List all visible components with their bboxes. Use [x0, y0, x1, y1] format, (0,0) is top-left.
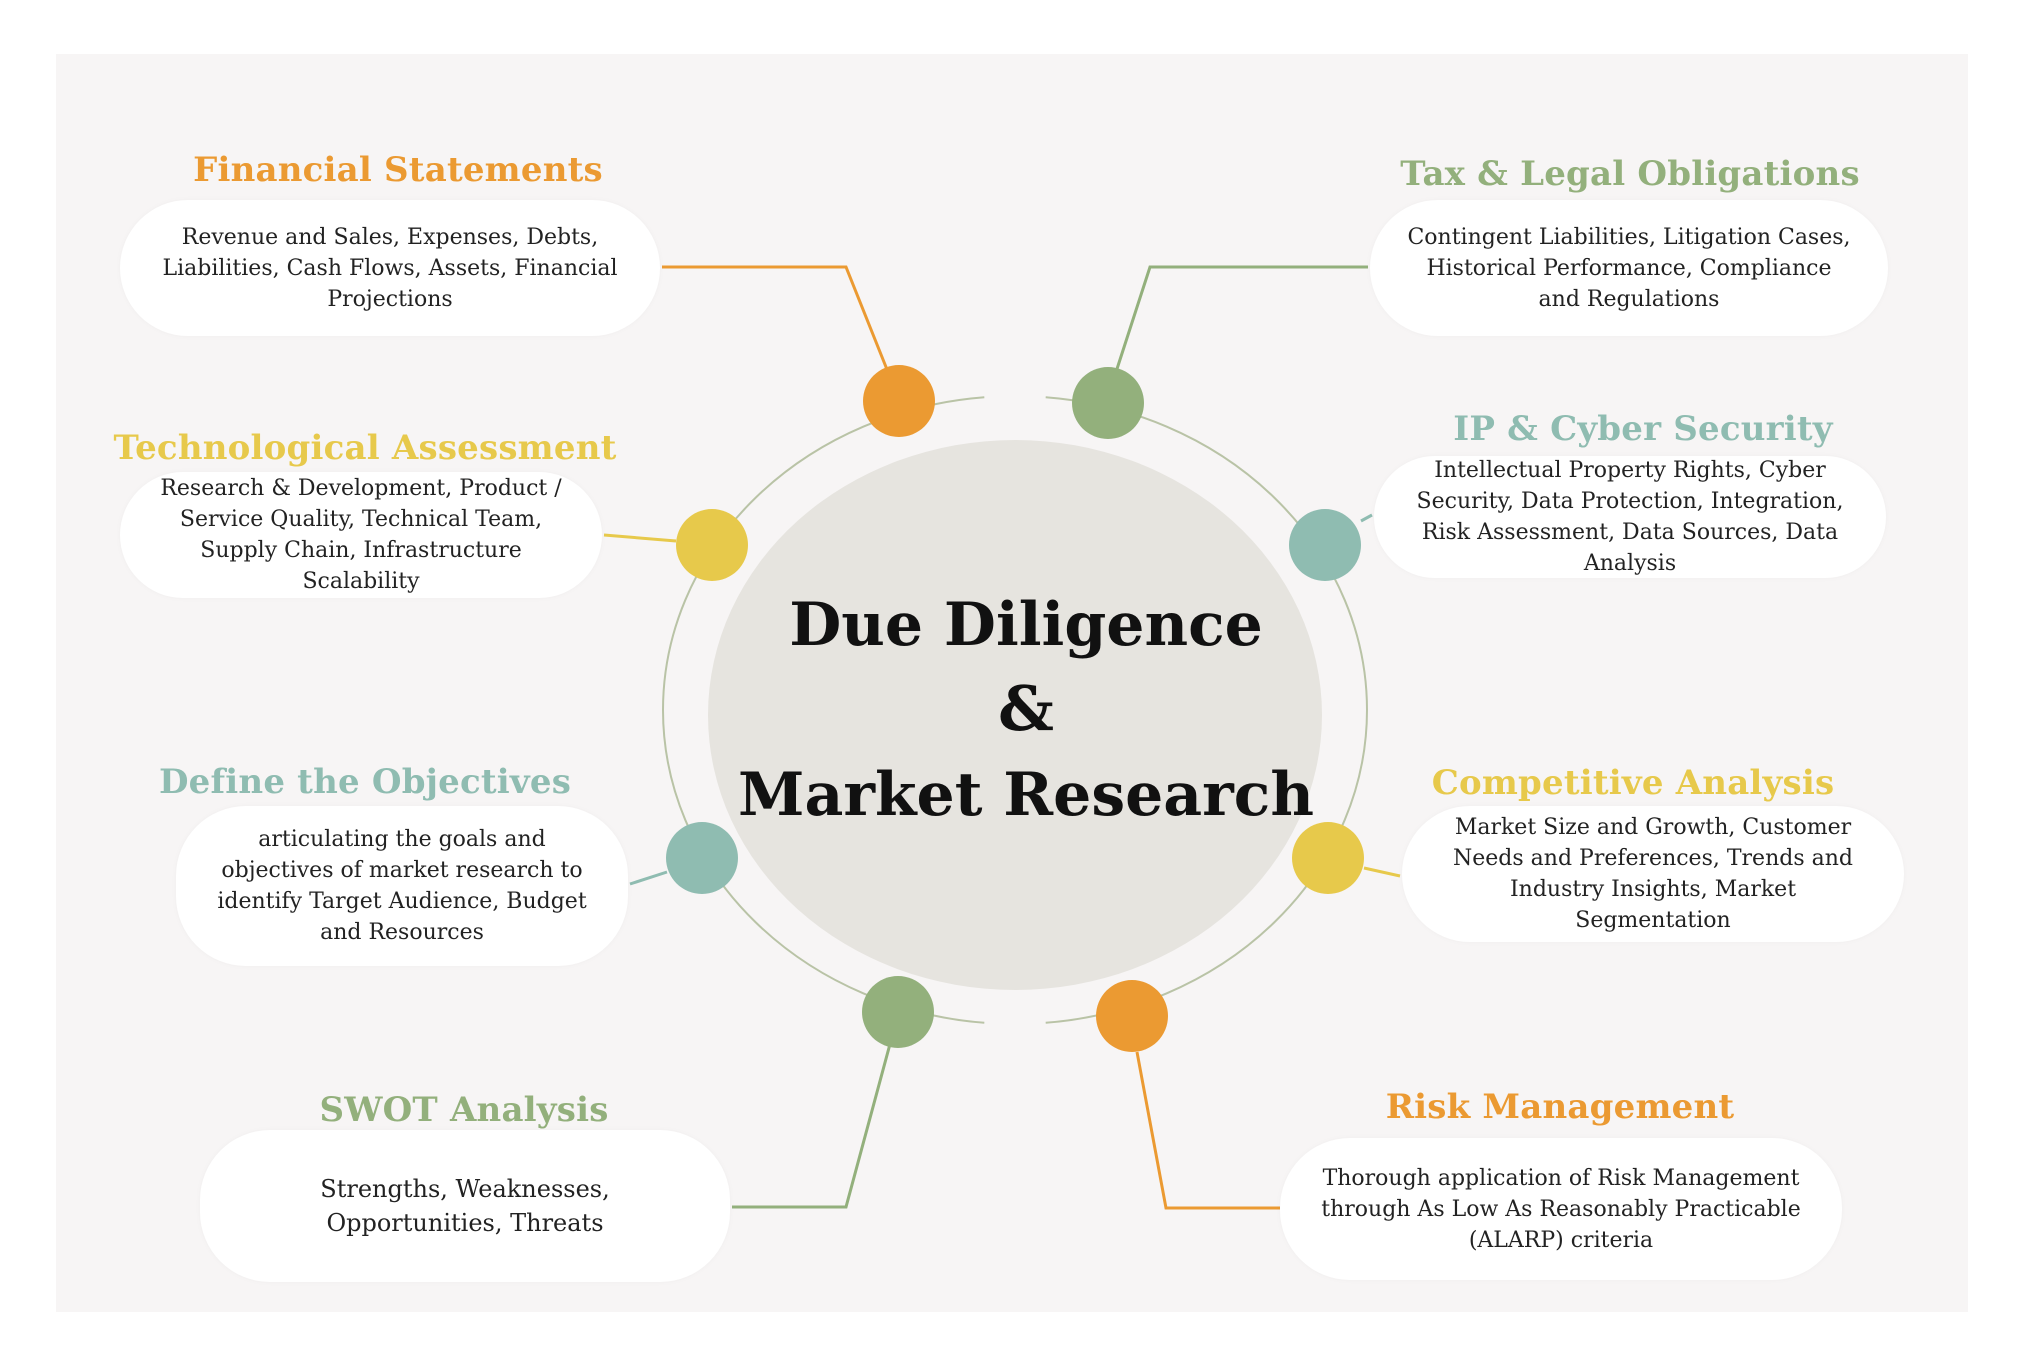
center-title-line-2: Market Research — [738, 760, 1314, 830]
node-dot-technological-assessment — [676, 509, 748, 581]
node-dot-define-the-objectives — [666, 822, 738, 894]
node-title-swot-analysis: SWOT Analysis — [319, 1090, 609, 1130]
center-title: Due Diligence & Market Research — [710, 585, 1342, 837]
center-disc — [708, 440, 1322, 990]
node-dot-competitive-analysis — [1292, 822, 1364, 894]
node-box-tax-legal-obligations: Contingent Liabilities, Litigation Cases… — [1370, 200, 1888, 336]
outer-ring-arc — [1045, 396, 1368, 1024]
connector-line — [1360, 513, 1373, 523]
center-title-line-1: Due Diligence — [789, 590, 1263, 660]
node-dot-tax-legal-obligations — [1072, 367, 1144, 439]
node-text-define-the-objectives: articulating the goals and objectives of… — [217, 827, 587, 945]
node-title-competitive-analysis: Competitive Analysis — [1431, 763, 1835, 803]
node-dot-ip-cyber-security — [1289, 509, 1361, 581]
node-text-ip-cyber-security: Intellectual Property Rights, Cyber Secu… — [1416, 458, 1844, 576]
node-text-swot-analysis: Strengths, Weaknesses, Opportunities, Th… — [320, 1175, 610, 1237]
node-box-swot-analysis: Strengths, Weaknesses, Opportunities, Th… — [200, 1130, 730, 1282]
connector-line — [1114, 265, 1368, 373]
node-title-define-the-objectives: Define the Objectives — [158, 762, 572, 802]
node-text-risk-management: Thorough application of Risk Management … — [1321, 1165, 1801, 1253]
node-box-competitive-analysis: Market Size and Growth, Customer Needs a… — [1402, 806, 1904, 942]
connectors — [603, 265, 1401, 1210]
node-box-technological-assessment: Research & Development, Product / Servic… — [120, 472, 602, 598]
node-title-ip-cyber-security: IP & Cyber Security — [1453, 409, 1833, 449]
node-dot-financial-statements — [863, 365, 935, 437]
connector-line — [1135, 1051, 1280, 1210]
node-box-risk-management: Thorough application of Risk Management … — [1280, 1138, 1842, 1280]
node-title-risk-management: Risk Management — [1385, 1087, 1735, 1127]
node-text-tax-legal-obligations: Contingent Liabilities, Litigation Cases… — [1407, 224, 1851, 312]
node-box-ip-cyber-security: Intellectual Property Rights, Cyber Secu… — [1374, 456, 1886, 578]
node-title-financial-statements: Financial Statements — [193, 150, 603, 190]
outer-ring — [662, 396, 1368, 1024]
node-title-technological-assessment: Technological Assessment — [113, 428, 617, 468]
node-box-define-the-objectives: articulating the goals and objectives of… — [176, 806, 628, 966]
outer-ring-arc — [662, 396, 985, 1024]
center-title-ampersand: & — [998, 672, 1054, 745]
node-dot-risk-management — [1096, 980, 1168, 1052]
node-text-competitive-analysis: Market Size and Growth, Customer Needs a… — [1453, 815, 1853, 933]
node-dot-swot-analysis — [862, 976, 934, 1048]
connector-line — [732, 1043, 892, 1209]
node-box-financial-statements: Revenue and Sales, Expenses, Debts, Liab… — [120, 200, 660, 336]
connector-line — [662, 265, 890, 373]
node-text-technological-assessment: Research & Development, Product / Servic… — [160, 476, 562, 594]
node-title-tax-legal-obligations: Tax & Legal Obligations — [1400, 154, 1860, 194]
node-text-financial-statements: Revenue and Sales, Expenses, Debts, Liab… — [162, 224, 618, 312]
connector-line — [629, 870, 668, 886]
connector-line — [603, 533, 677, 543]
connector-line — [1363, 866, 1401, 878]
